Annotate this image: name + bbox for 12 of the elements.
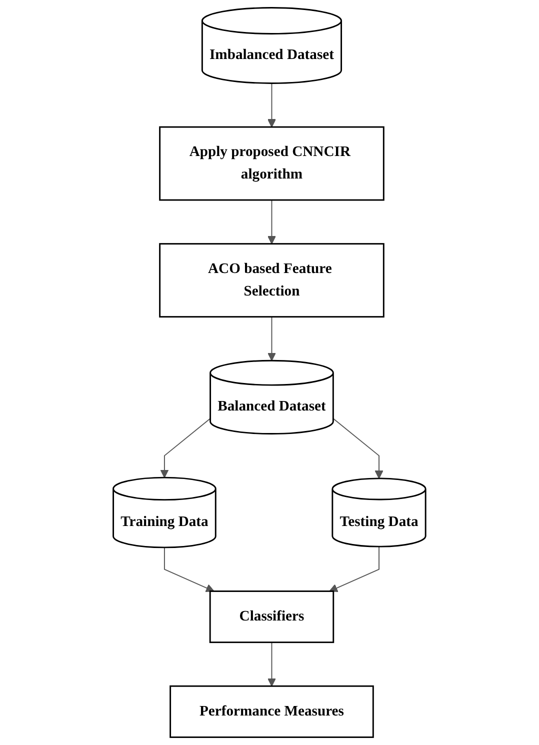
arrow	[268, 200, 276, 244]
arrow	[268, 642, 276, 686]
node-box: ACO based Feature Selection	[159, 243, 384, 318]
node-box: Apply proposed CNNCIR algorithm	[159, 126, 384, 201]
arrow	[332, 418, 384, 479]
node-box: Performance Measures	[170, 685, 374, 738]
arrow	[164, 546, 214, 592]
node-box: Classifiers	[209, 590, 334, 644]
arrow	[268, 82, 276, 128]
arrow	[160, 418, 211, 478]
arrow	[268, 316, 276, 361]
arrow	[329, 546, 380, 592]
